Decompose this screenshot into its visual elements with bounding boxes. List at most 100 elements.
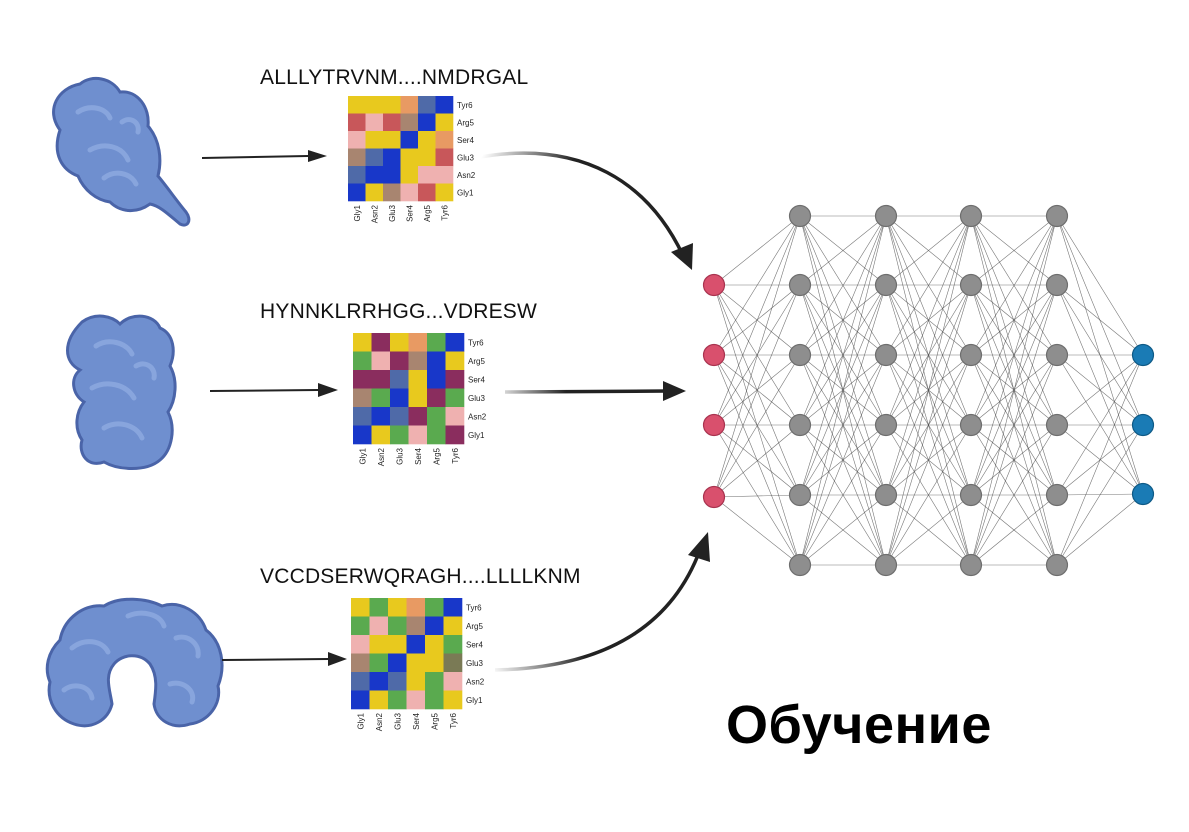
heatmap-cell <box>388 672 407 691</box>
network-edge <box>1056 493 1144 566</box>
heatmap-cell <box>425 635 444 654</box>
heatmap-cell <box>425 690 444 710</box>
network-edge <box>970 284 1058 566</box>
hidden-node <box>874 413 898 437</box>
heatmap-cell <box>445 370 465 389</box>
heatmap-cell <box>383 148 401 167</box>
protein-structure-2 <box>66 314 177 470</box>
heatmap-cell <box>445 407 465 426</box>
network-edge <box>799 215 887 426</box>
network-edge <box>885 424 972 566</box>
hidden-node <box>788 413 812 437</box>
network-edge <box>713 284 801 426</box>
network-edge <box>885 215 972 496</box>
heatmap-cell <box>353 388 372 408</box>
heatmap-cell <box>406 672 426 691</box>
hidden-node <box>788 273 812 297</box>
heatmap-cell <box>443 598 463 617</box>
heatmap-cell <box>435 131 454 149</box>
hidden-node <box>959 343 983 367</box>
heatmap-col-label: Asn2 <box>375 712 384 731</box>
network-edge <box>1056 215 1144 356</box>
heatmap-cell <box>427 333 446 352</box>
heatmap-row-label: Asn2 <box>457 171 476 180</box>
heatmap-row-label: Tyr6 <box>457 101 473 110</box>
network-edge <box>885 494 972 566</box>
heatmap-cell <box>348 183 366 202</box>
hidden-node <box>788 343 812 367</box>
heatmap-cell <box>351 598 370 617</box>
network-edge <box>799 494 887 566</box>
neural-network <box>702 204 1155 577</box>
heatmap-col-label: Ser4 <box>405 204 414 221</box>
heatmap-cell <box>445 333 465 352</box>
network-edge <box>1056 354 1144 496</box>
network-edge <box>713 215 801 286</box>
heatmap-cell <box>443 616 463 636</box>
heatmap-cell <box>408 425 428 445</box>
heatmap-col-label: Glu3 <box>388 204 397 221</box>
heatmap-cell <box>365 113 384 132</box>
heatmap-cell <box>390 370 409 389</box>
heatmap-col-label: Arg5 <box>423 204 432 221</box>
heatmap-cell <box>353 407 372 426</box>
heatmap-cell <box>400 148 419 167</box>
arrow-heatmap-to-network-1 <box>479 151 688 263</box>
heatmap-cell <box>351 635 370 654</box>
input-node <box>702 343 726 367</box>
heatmap-cell <box>408 370 428 389</box>
heatmap-cell <box>365 183 384 202</box>
heatmap-cell <box>435 183 454 202</box>
heatmap-cell <box>443 690 463 710</box>
heatmap-cell <box>400 113 419 132</box>
network-edge <box>799 215 887 356</box>
heatmap-cell <box>427 388 446 408</box>
heatmap-row-label: Asn2 <box>466 677 485 686</box>
network-edge <box>970 354 1058 566</box>
heatmap-cell <box>406 690 426 710</box>
heatmap-cell <box>388 598 407 617</box>
heatmap-col-label: Gly1 <box>356 712 365 729</box>
hidden-node <box>1045 273 1069 297</box>
network-edge <box>1056 215 1144 426</box>
heatmap-row-label: Tyr6 <box>466 603 482 612</box>
heatmap-cell <box>351 653 370 673</box>
heatmap-cell <box>418 166 436 184</box>
heatmap-row-label: Tyr6 <box>468 338 484 347</box>
heatmap-cell <box>435 148 454 167</box>
heatmap-row-label: Arg5 <box>466 622 483 631</box>
heatmap-cell <box>348 113 366 132</box>
network-edge <box>713 215 801 356</box>
network-edge <box>799 215 887 566</box>
heatmap-cell <box>353 425 372 445</box>
heatmap-cell <box>369 635 389 654</box>
heatmap-cell <box>371 370 391 389</box>
heatmap-cell <box>388 616 407 636</box>
heatmap-col-label: Tyr6 <box>451 447 460 463</box>
network-edge <box>1056 354 1144 566</box>
heatmap-cell <box>408 407 428 426</box>
network-edge <box>713 424 801 496</box>
heatmap-col-label: Arg5 <box>430 712 439 729</box>
network-edge <box>970 215 1058 426</box>
hidden-node <box>959 553 983 577</box>
heatmap-cell <box>406 635 426 654</box>
heatmap-cell <box>425 653 444 673</box>
arrow-heatmap-to-network-3 <box>494 549 702 672</box>
arrow-head-2 <box>663 381 686 401</box>
heatmap-cell <box>348 166 366 184</box>
hidden-node <box>788 483 812 507</box>
protein-structure-1 <box>52 76 191 227</box>
heatmap-row-label: Glu3 <box>457 153 474 162</box>
heatmap-cell <box>371 425 391 445</box>
heatmap-col-label: Tyr6 <box>440 204 449 220</box>
hidden-node <box>874 204 898 228</box>
network-edge <box>1056 284 1144 356</box>
heatmap-col-label: Glu3 <box>395 447 404 464</box>
network-edges <box>713 215 1144 566</box>
heatmap-cell <box>400 166 419 184</box>
heatmap-cell <box>400 183 419 202</box>
heatmap-cell <box>435 166 454 184</box>
